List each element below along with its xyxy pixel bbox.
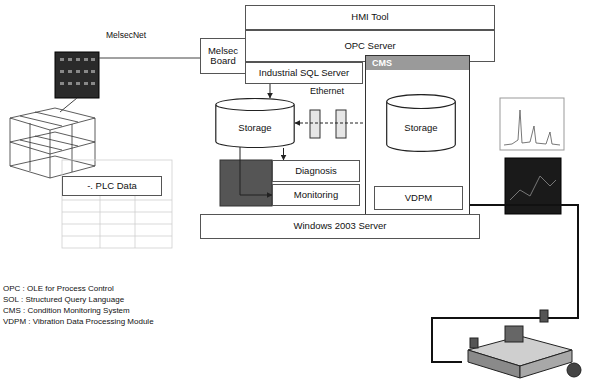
node-label: VDPM — [405, 193, 432, 203]
data-box: -. PLC Data — [62, 176, 162, 196]
module-block — [220, 160, 272, 206]
legend-note: VDPM : Vibration Data Processing Module — [3, 317, 154, 326]
storage-cylinder: Storage — [215, 98, 295, 148]
connector-arrow — [283, 148, 284, 160]
module-box: VDPM — [374, 186, 463, 210]
node-label: Storage — [404, 123, 437, 133]
storage-cylinder: Storage — [386, 94, 456, 152]
system-container: CMS StorageVDPM — [365, 55, 470, 215]
connector-arrow — [270, 84, 271, 98]
legend-note: CMS : Condition Monitoring System — [3, 306, 130, 315]
network-label: Ethernet — [310, 86, 344, 96]
node-label: -. PLC Data — [87, 181, 137, 191]
header-label: CMS — [366, 56, 469, 70]
plc-device — [55, 52, 99, 98]
node-label: HMI Tool — [351, 12, 388, 22]
os-box: Windows 2003 Server — [200, 214, 480, 239]
node-label: Monitoring — [294, 190, 338, 200]
data-table-lines — [62, 160, 172, 248]
building-illustration — [10, 108, 95, 178]
melsecnet-wire — [99, 58, 200, 59]
tool-box: HMI Tool — [245, 5, 495, 30]
board-box: Melsec Board — [200, 38, 246, 74]
function-box: Monitoring — [272, 184, 360, 206]
node-label: Storage — [238, 123, 271, 133]
node-label: Windows 2003 Server — [294, 221, 387, 231]
legend-note: OPC : OLE for Process Control — [3, 284, 114, 293]
machine-illustration — [468, 310, 581, 378]
node-label: Melsec Board — [205, 46, 241, 67]
legend-note: SOL : Structured Query Language — [3, 295, 124, 304]
node-label: OPC Server — [344, 41, 395, 51]
connector-arrow — [240, 146, 272, 195]
server-box: Industrial SQL Server — [245, 62, 363, 84]
ethernet-ports — [310, 110, 346, 138]
function-box: Diagnosis — [272, 160, 360, 182]
node-label: Diagnosis — [295, 166, 337, 176]
node-label: Industrial SQL Server — [259, 68, 349, 78]
spectrum-chart — [500, 98, 564, 150]
network-label: MelsecNet — [106, 30, 146, 40]
